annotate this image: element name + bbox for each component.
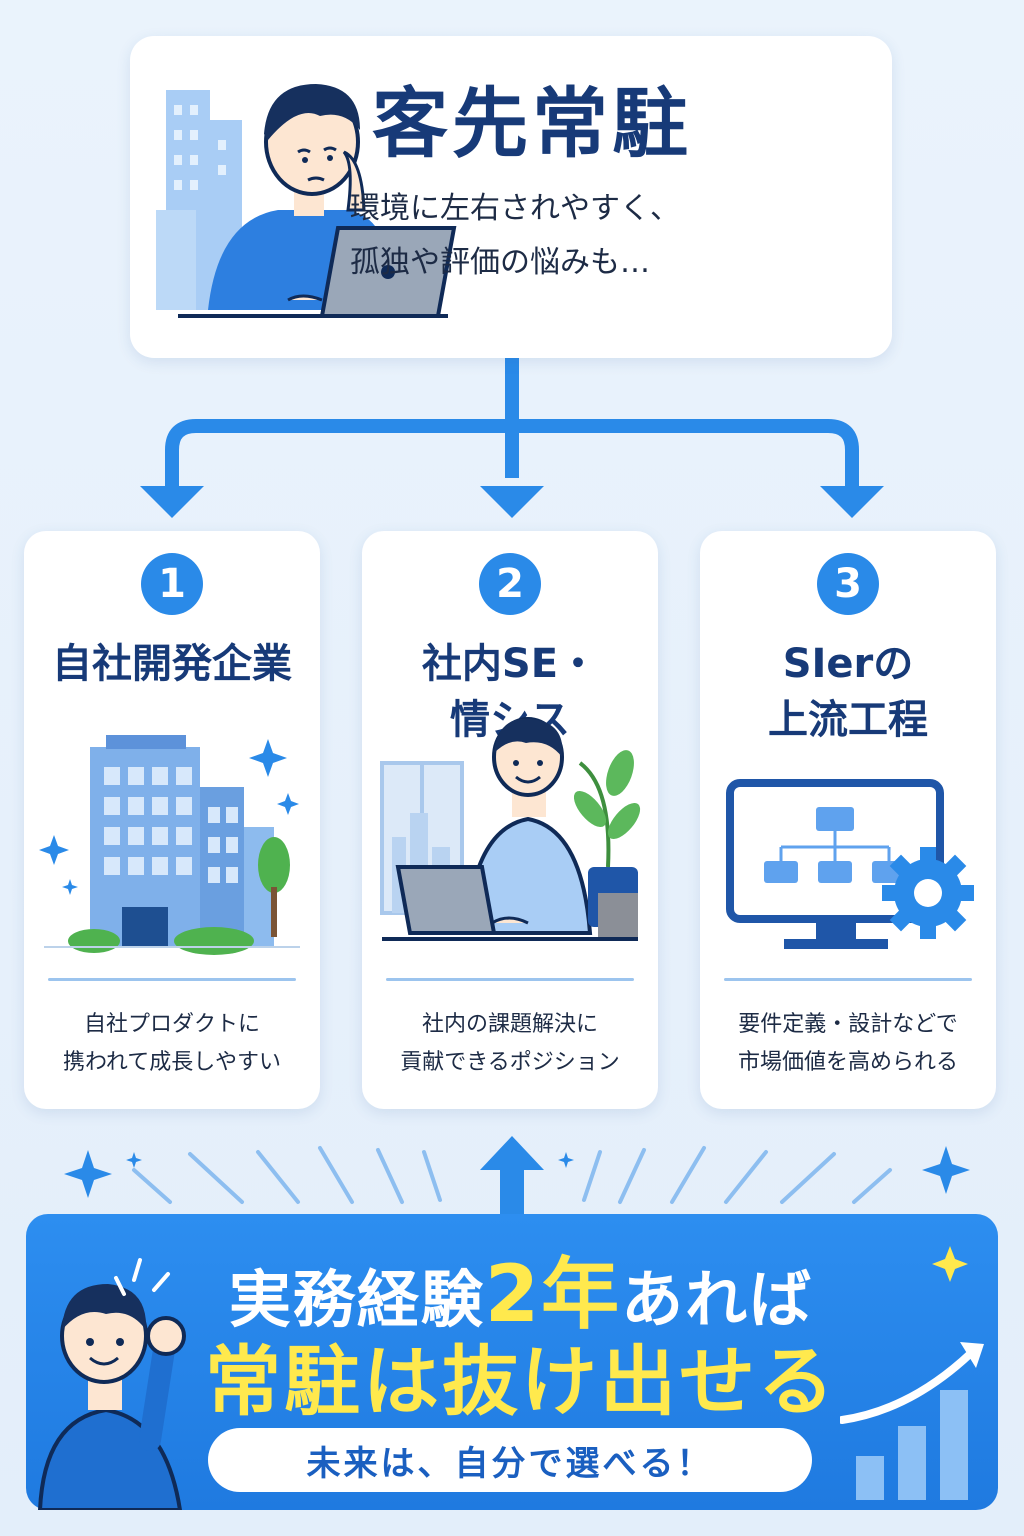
option-title: 社内SE・	[421, 641, 599, 687]
headline-highlight: 2年	[484, 1250, 622, 1340]
up-arrow-icon	[480, 1136, 544, 1236]
option-desc-line: 貢献できるポジション	[400, 1050, 620, 1075]
growth-chart-icon	[840, 1342, 984, 1500]
divider	[386, 978, 634, 981]
arrow-down-left	[140, 486, 204, 518]
monitor-flowchart-gear-icon	[726, 779, 974, 949]
option-description: 社内の課題解決に 貢献できるポジション	[362, 1006, 658, 1082]
option-desc-line: 市場価値を高められる	[737, 1050, 958, 1075]
option-title: SIerの	[782, 641, 914, 687]
option-desc-line: 自社プロダクトに	[83, 1012, 260, 1037]
option-title: 上流工程	[768, 697, 928, 743]
banner-main-message: 常駐は抜け出せる	[205, 1337, 837, 1426]
situation-description: 環境に左右されやすく、 孤独や評価の悩みも…	[350, 182, 750, 290]
arrow-down-center	[480, 486, 544, 518]
sparkle-burst-icon	[64, 1146, 970, 1204]
headline-prefix: 実務経験	[228, 1263, 485, 1336]
situation-line: 環境に左右されやすく、	[350, 191, 680, 226]
option-desc-line: 携われて成長しやすい	[62, 1050, 282, 1075]
option-description: 要件定義・設計などで 市場価値を高められる	[700, 1006, 996, 1082]
page-title: 客先常駐	[372, 79, 692, 168]
cheering-person-icon	[37, 1258, 186, 1510]
banner-headline: 実務経験2年あれば	[196, 1232, 846, 1344]
option-desc-line: 要件定義・設計などで	[738, 1012, 958, 1037]
option-card-1: 1 自社開発企業 自社プロダクトに 携われて成長しやすい	[24, 531, 320, 1109]
number-badge: 1	[141, 553, 203, 615]
option-description: 自社プロダクトに 携われて成長しやすい	[24, 1006, 320, 1082]
office-building-icon	[39, 735, 300, 955]
divider	[724, 978, 972, 981]
situation-line: 孤独や評価の悩みも…	[350, 245, 650, 280]
option-desc-line: 社内の課題解決に	[421, 1012, 598, 1037]
worried-person-icon	[156, 84, 457, 318]
option-card-2: 2 社内SE・ 情シス 社内の課題解決に 貢献できるポジション	[362, 531, 658, 1109]
sparkle-icon	[932, 1246, 968, 1282]
divider	[48, 978, 296, 981]
banner-tagline: 未来は、自分で選べる！	[208, 1428, 812, 1492]
option-card-3: 3 SIerの 上流工程 要件定義・設計などで 市場価値を高められる	[700, 531, 996, 1109]
office-worker-icon	[380, 717, 641, 941]
number-badge: 2	[479, 553, 541, 615]
option-title: 自社開発企業	[52, 641, 292, 687]
arrow-down-right	[820, 486, 884, 518]
number-badge: 3	[817, 553, 879, 615]
headline-suffix: あれば	[621, 1263, 814, 1336]
